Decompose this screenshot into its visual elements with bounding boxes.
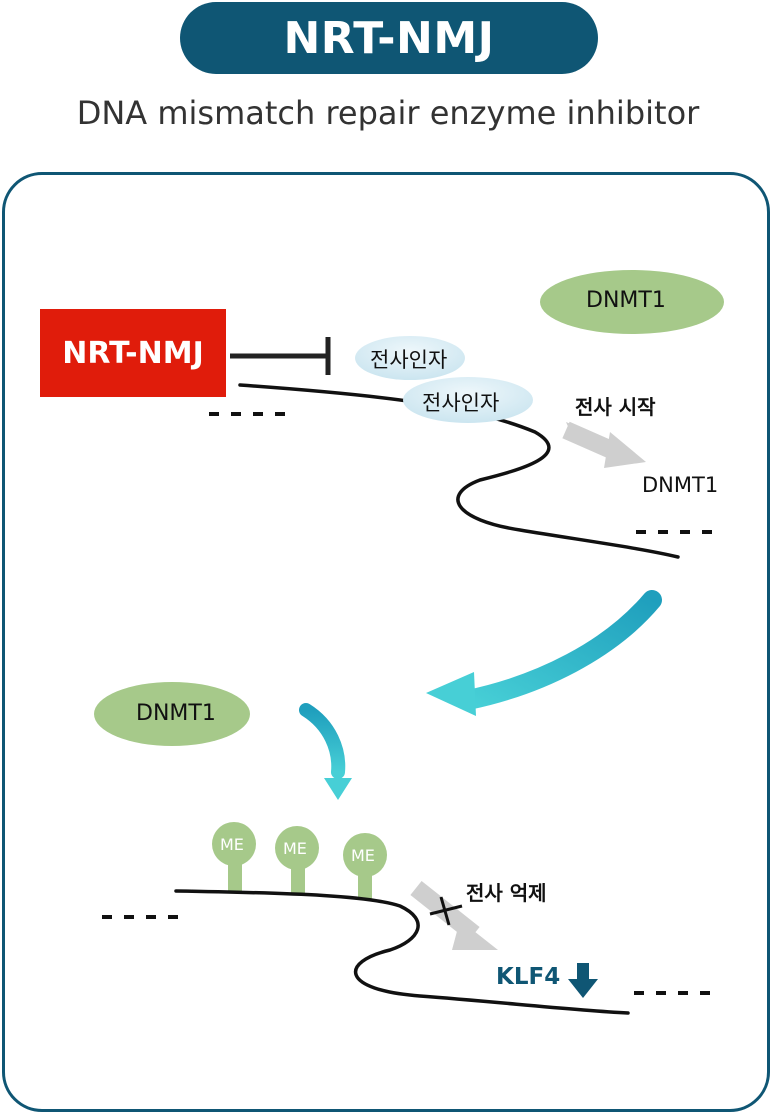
large-teal-arrow [426, 590, 662, 716]
methyl-label-3: ME [351, 846, 375, 865]
dna-ellipsis-lower-left [102, 915, 178, 919]
small-teal-arrow [299, 703, 352, 800]
gene-klf4-label: KLF4 [496, 964, 561, 990]
tf-label-1: 전사인자 [370, 348, 448, 372]
dna-ellipsis-upper-right [636, 530, 712, 534]
dna-ellipsis-lower-right [634, 991, 710, 995]
dnmt1-oval-label-lower: DNMT1 [136, 701, 216, 726]
dna-ellipsis-upper-left [209, 412, 285, 416]
transcription-factor-1 [355, 336, 465, 380]
dnmt1-enzyme-oval-top [540, 270, 724, 334]
transcription-start-arrow [562, 421, 646, 468]
dnmt1-enzyme-oval-lower [94, 682, 250, 746]
diagram-frame [2, 172, 770, 1112]
drug-box: NRT-NMJ [40, 309, 226, 397]
transcription-repress-label: 전사 억제 [466, 881, 547, 905]
dna-strand-lower [174, 889, 630, 1015]
transcription-start-label: 전사 시작 [575, 395, 656, 419]
transcription-factor-2 [403, 377, 533, 423]
page-title: NRT-NMJ [283, 12, 495, 64]
down-arrow-icon [568, 963, 598, 998]
methyl-label-1: ME [220, 835, 244, 854]
title-banner: NRT-NMJ [180, 2, 598, 74]
drug-label: NRT-NMJ [62, 335, 204, 371]
tf-label-2: 전사인자 [422, 391, 500, 415]
cross-mark-icon [429, 896, 463, 926]
page-subtitle: DNA mismatch repair enzyme inhibitor [76, 94, 700, 132]
methyl-label-2: ME [283, 839, 307, 858]
dnmt1-oval-label-top: DNMT1 [586, 288, 666, 313]
methyl-marks [212, 822, 387, 900]
gene-dnmt1-label: DNMT1 [642, 473, 719, 497]
